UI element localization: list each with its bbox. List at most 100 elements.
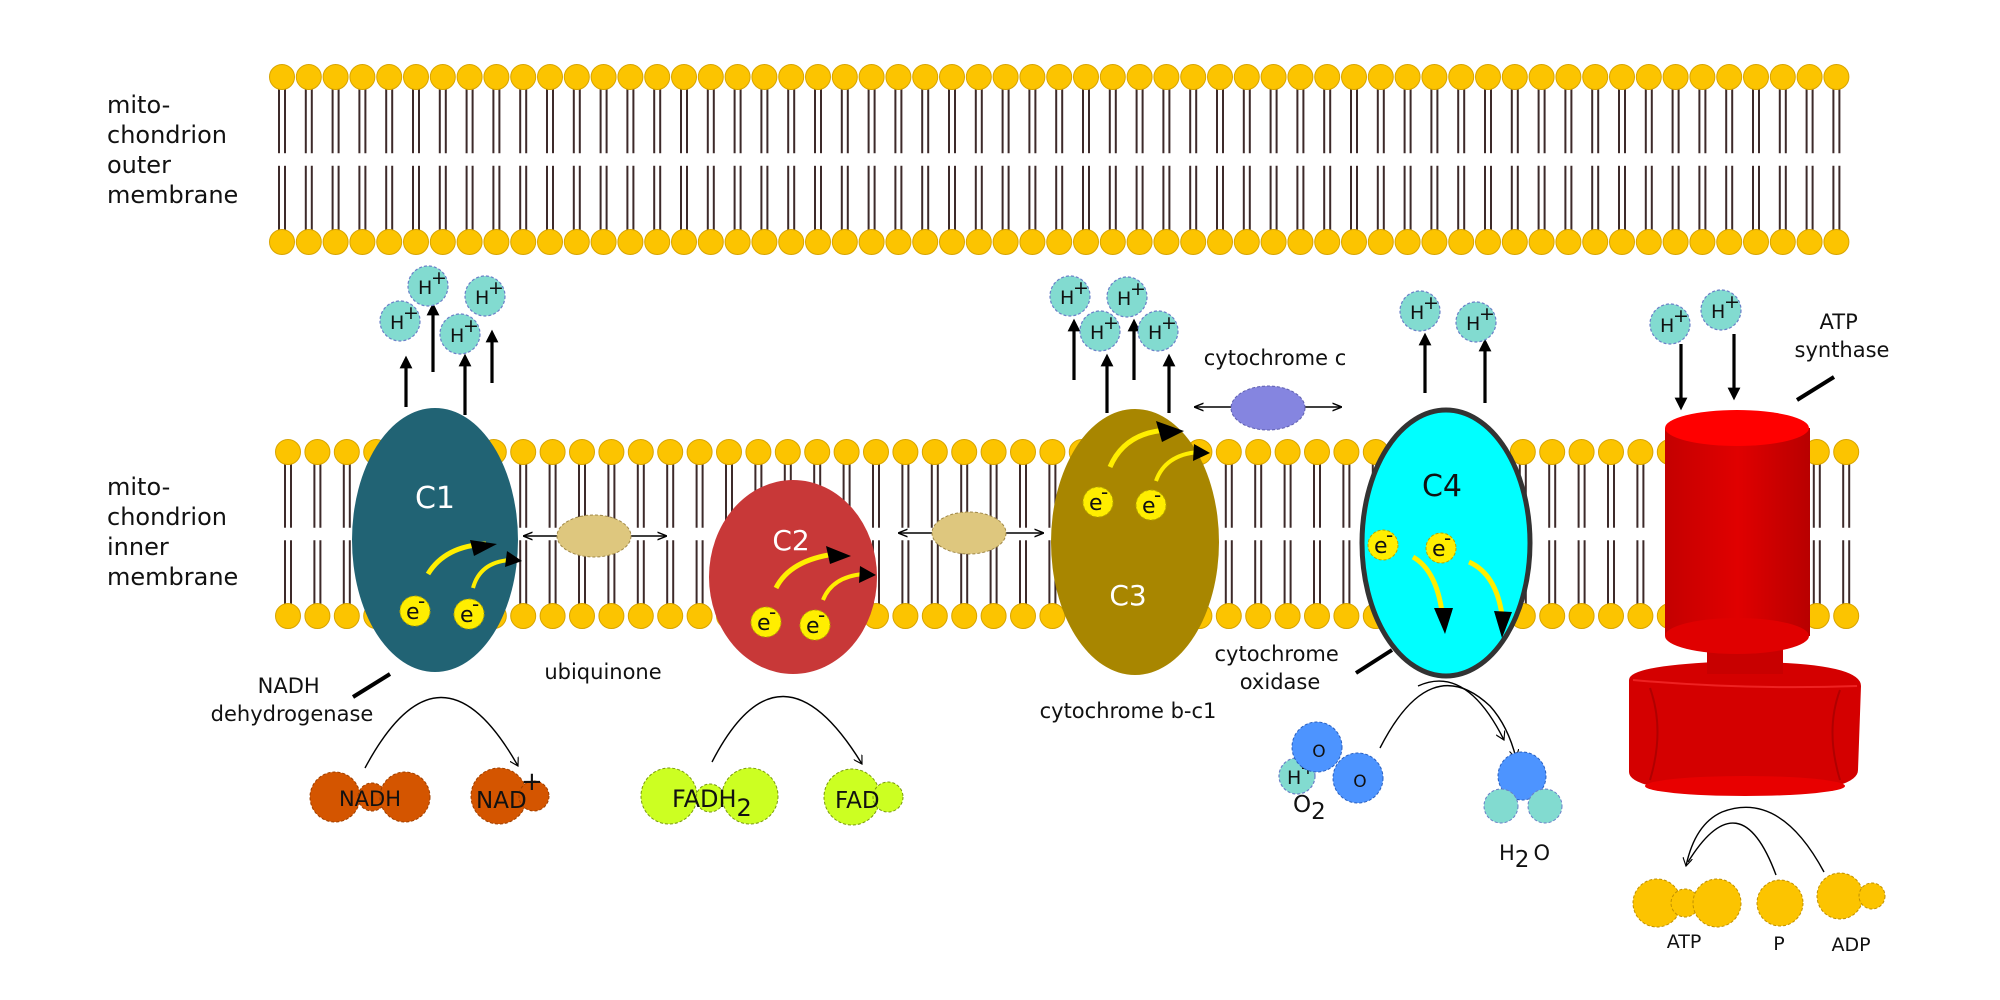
c1-label: C1 [415,481,455,516]
svg-text:e: e [757,611,771,636]
outer-membrane-lipid [1501,64,1528,255]
ubiquinone-label: ubiquinone [544,660,661,684]
c4-label: C4 [1422,469,1462,504]
svg-text:+: + [1130,278,1146,300]
cytochrome-bc1-label: cytochrome b-c1 [1040,699,1217,723]
outer-membrane-lipid [671,64,697,255]
outer-membrane-lipid [322,64,349,255]
proton: H+ [379,300,421,342]
svg-text:H: H [1287,767,1301,789]
inner-membrane-lipid [598,439,625,629]
svg-text:e: e [460,603,474,628]
inner-membrane-lipid [275,439,301,629]
outer-membrane-lipid [1555,64,1582,255]
proton: H+ [439,313,481,355]
svg-text:-: - [1386,523,1393,547]
outer-membrane-lipid [295,64,322,255]
svg-text:H: H [1711,301,1725,323]
outer-membrane-lipid [1689,64,1716,255]
proton: H+ [407,265,449,307]
pointer-lines [351,375,1836,699]
electrons: e-e-e-e-e-e-e-e- [399,480,1457,641]
oxygen-atom-label-1: O [1312,742,1325,762]
outer-membrane-lipid [1475,64,1501,255]
svg-text:H: H [1148,322,1162,344]
svg-text:-: - [1444,526,1451,550]
inner-membrane-lipid [1627,439,1654,629]
p-label: P [1773,933,1784,955]
o2-label: O2 [1293,792,1326,825]
svg-text:+: + [1423,292,1439,314]
inner-membrane-lipid [657,439,684,629]
fadh2-molecule [640,767,779,825]
outer-membrane-lipid [1126,64,1153,255]
inner-membrane-lipid [539,439,566,629]
electron: e- [799,603,831,641]
proton: H+ [1137,310,1179,352]
outer-membrane-lipid [805,64,831,255]
adp-molecule [1816,872,1886,920]
outer-membrane-lipid [1796,64,1823,255]
proton: H+ [1049,275,1091,317]
svg-text:e: e [1432,537,1446,562]
outer-membrane-lipid [831,64,858,255]
outer-membrane-lipid [751,64,778,255]
phosphate-molecule [1756,879,1804,927]
svg-text:+: + [488,277,504,299]
nadh-molecule [309,771,431,823]
outer-membrane-lipid [644,64,671,255]
svg-text:+: + [1161,312,1177,334]
adp-label: ADP [1831,934,1870,956]
complex-c3: C3 [1051,409,1219,675]
svg-text:H: H [1660,315,1674,337]
inner-membrane-lipid [333,439,360,629]
proton: H+ [464,275,506,317]
svg-text:-: - [1154,483,1161,507]
outer-membrane-lipid [992,64,1019,255]
inner-membrane-lipid [921,439,948,629]
c3-label: C3 [1109,579,1146,612]
outer-membrane-lipid [269,64,295,255]
svg-text:+: + [1724,291,1740,313]
outer-membrane-lipid [590,64,617,255]
outer-membrane-lipid [1582,64,1609,255]
proton-arrows [399,302,1741,415]
proton: H+ [1649,303,1691,345]
outer-membrane-lipid [617,64,644,255]
proton: H+ [1399,290,1441,332]
outer-membrane-lipid [510,64,537,255]
svg-text:e: e [1142,494,1156,519]
outer-membrane-lipid [1716,64,1743,255]
h2o-molecule [1483,751,1563,824]
svg-text:e: e [1374,534,1388,559]
svg-text:-: - [818,603,825,627]
electron: e- [1425,526,1457,564]
outer-membrane-lipid [1207,64,1233,255]
inner-membrane-lipid [980,439,1007,629]
outer-membrane-lipid [912,64,939,255]
outer-membrane-lipid [697,64,724,255]
outer-membrane-lipid [1019,64,1046,255]
outer-membrane-lipid [483,64,510,255]
inner-membrane-lipid [510,439,537,629]
svg-text:+: + [1673,305,1689,327]
atp-synthase [1629,410,1861,796]
outer-membrane-lipid [1341,64,1367,255]
electron: e- [1082,480,1114,518]
inner-membrane-lipid [892,439,919,629]
atp-synthase-label: ATP synthase [1795,310,1890,362]
outer-membrane-lipid [1421,64,1448,255]
c2-label: C2 [772,524,809,557]
ubiquinone-carrier-1 [525,514,665,558]
svg-text:H: H [450,325,464,347]
outer-membrane-lipid [1099,64,1126,255]
oxygen-atom-label-2: O [1353,772,1366,792]
outer-membrane-lipid [1314,64,1341,255]
electron: e- [399,589,431,627]
inner-membrane-lipid [951,439,978,629]
proton: H+ [1455,301,1497,343]
outer-membrane-lipid [724,64,751,255]
outer-membrane-lipid [885,64,912,255]
inner-membrane-lipid [1304,439,1330,629]
electron: e- [750,600,782,638]
